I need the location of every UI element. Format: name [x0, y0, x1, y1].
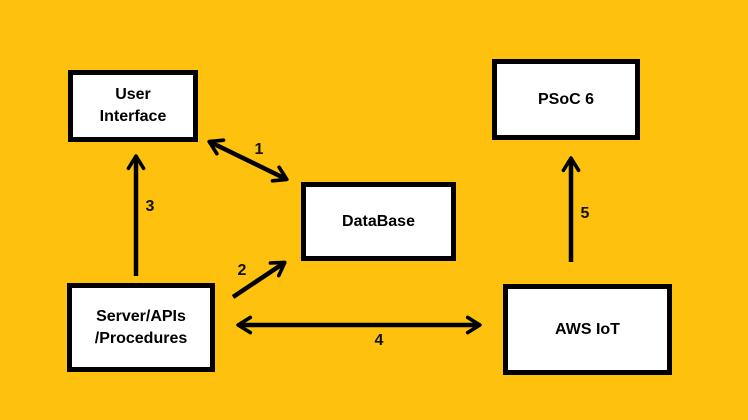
node-psoc6: PSoC 6 [492, 59, 640, 140]
node-server-apis-procedures: Server/APIs /Procedures [67, 283, 215, 372]
edge-label-4: 4 [374, 332, 384, 349]
edge-label-5: 5 [580, 205, 590, 222]
node-aws-iot: AWS IoT [503, 284, 672, 375]
edge-label-2: 2 [237, 262, 247, 279]
node-user-interface: User Interface [68, 70, 198, 142]
arrow-1-ui-database [207, 138, 289, 183]
edge-label-1: 1 [254, 141, 264, 158]
edge-label-3: 3 [145, 198, 155, 215]
node-database: DataBase [301, 182, 456, 261]
